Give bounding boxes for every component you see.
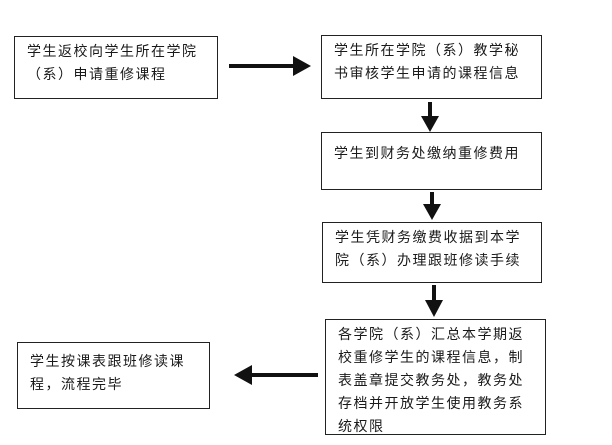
arrow-step1-to-step2: [229, 56, 311, 76]
step2-text: 学生所在学院（系）教学秘书审核学生申请的课程信息: [334, 43, 520, 82]
step5-text: 各学院（系）汇总本学期返校重修学生的课程信息，制表盖章提交教务处，教务处存档并开…: [338, 327, 524, 435]
step3-box: 学生到财务处缴纳重修费用: [321, 132, 542, 190]
step2-box: 学生所在学院（系）教学秘书审核学生申请的课程信息: [321, 35, 542, 99]
arrow-step2-to-step3: [421, 102, 439, 132]
step5-box: 各学院（系）汇总本学期返校重修学生的课程信息，制表盖章提交教务处，教务处存档并开…: [325, 319, 546, 435]
arrow-step4-to-step5: [425, 285, 443, 317]
step4-text: 学生凭财务缴费收据到本学院（系）办理跟班修读手续: [335, 230, 521, 269]
arrow-step5-to-step6: [234, 365, 318, 385]
arrow-step3-to-step4: [423, 192, 441, 220]
step1-text: 学生返校向学生所在学院（系）申请重修课程: [27, 44, 198, 83]
step6-text: 学生按课表跟班修读课程，流程完毕: [30, 354, 185, 393]
step6-box: 学生按课表跟班修读课程，流程完毕: [17, 342, 210, 409]
step4-box: 学生凭财务缴费收据到本学院（系）办理跟班修读手续: [322, 222, 542, 283]
step3-text: 学生到财务处缴纳重修费用: [334, 146, 520, 162]
step1-box: 学生返校向学生所在学院（系）申请重修课程: [14, 36, 218, 99]
